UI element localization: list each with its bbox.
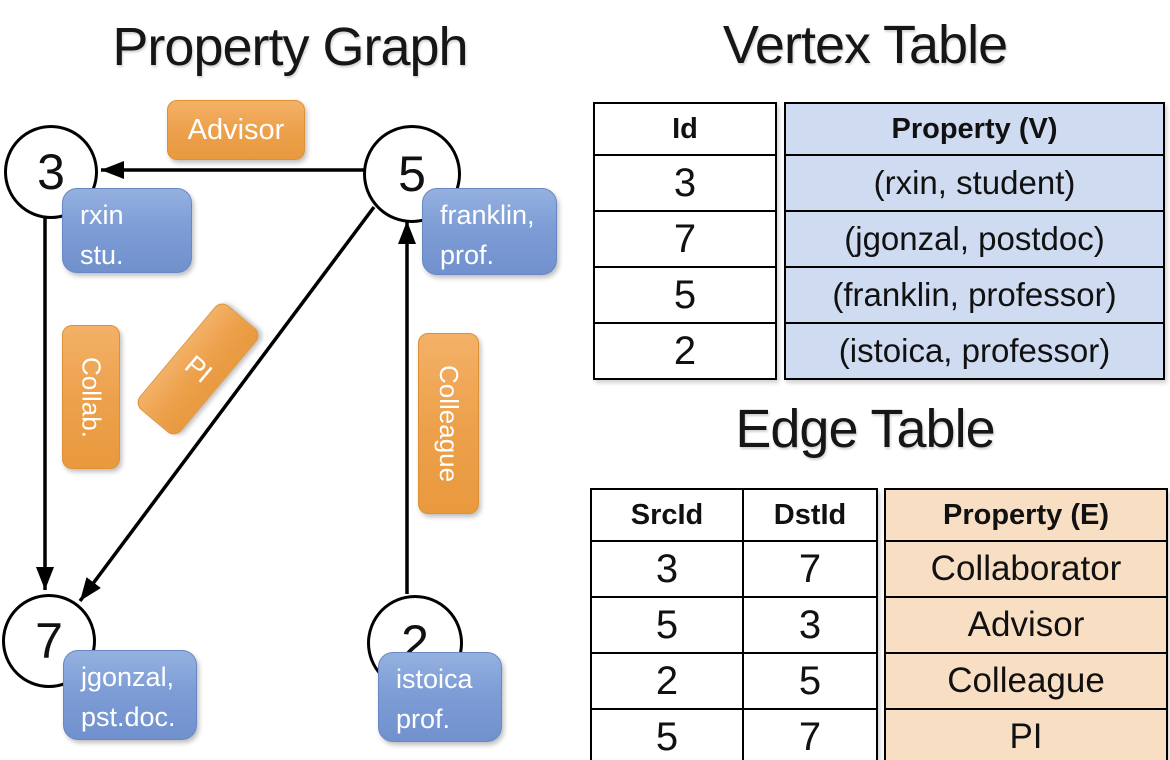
column-header-id: Id: [593, 102, 777, 156]
graph-panel-title: Property Graph: [112, 17, 468, 77]
vertex-property-line: rxin: [80, 200, 124, 230]
graph-edges-canvas: [36, 161, 416, 603]
table-row: 7: [593, 210, 777, 268]
edge-arrow-5-to-7: [78, 205, 376, 603]
node-id: 3: [37, 144, 65, 200]
table-row: 2 5: [590, 652, 878, 710]
vertex-property-box-5: franklin, prof.: [422, 188, 557, 275]
vertex-property-box-3: rxin stu.: [62, 188, 192, 273]
edge-property-subtable: Property (E) Collaborator Advisor Collea…: [884, 488, 1168, 760]
vertex-id-subtable: Id 3 7 5 2: [593, 102, 777, 380]
table-row: 2: [593, 322, 777, 380]
table-row: Collaborator: [884, 540, 1168, 598]
table-row: (jgonzal, postdoc): [784, 210, 1165, 268]
edge-table-title: Edge Table: [735, 399, 995, 459]
column-header-srcid: SrcId: [590, 488, 744, 542]
column-header-dstid: DstId: [742, 488, 878, 542]
table-row: Advisor: [884, 596, 1168, 654]
edge-label-pi-text: PI: [178, 348, 218, 389]
vertex-property-line: stu.: [80, 240, 124, 270]
edge-table: SrcId DstId 3 7 5 3 2 5 5 7: [590, 488, 1168, 760]
vertex-property-line: franklin,: [440, 200, 535, 230]
table-row: 3: [593, 154, 777, 212]
vertex-property-line: prof.: [440, 240, 495, 270]
vertex-table: Id 3 7 5 2 Property (V) (rxin, student) …: [593, 102, 1165, 380]
table-row: 5 7: [590, 708, 878, 760]
node-id: 5: [398, 146, 426, 202]
table-row: (rxin, student): [784, 154, 1165, 212]
vertex-property-line: prof.: [396, 704, 451, 734]
vertex-property-line: jgonzal,: [81, 662, 175, 692]
edge-label-advisor: Advisor: [167, 100, 305, 160]
vertex-property-subtable: Property (V) (rxin, student) (jgonzal, p…: [784, 102, 1165, 380]
table-row: (franklin, professor): [784, 266, 1165, 324]
table-row: PI: [884, 708, 1168, 760]
vertex-property-box-7: jgonzal, pst.doc.: [63, 650, 197, 740]
vertex-property-line: pst.doc.: [81, 702, 176, 732]
table-row: 3 7: [590, 540, 878, 598]
edge-label-collab: Collab.: [62, 325, 120, 469]
table-row: (istoica, professor): [784, 322, 1165, 380]
vertex-property-line: istoica: [396, 664, 473, 694]
table-row: 5: [593, 266, 777, 324]
edge-label-colleague: Colleague: [418, 333, 479, 514]
column-header-property-e: Property (E): [884, 488, 1168, 542]
vertex-table-title: Vertex Table: [722, 15, 1008, 75]
column-header-property-v: Property (V): [784, 102, 1165, 156]
node-id: 7: [35, 613, 63, 669]
vertex-property-box-2: istoica prof.: [378, 652, 502, 742]
table-row: Colleague: [884, 652, 1168, 710]
table-row: 5 3: [590, 596, 878, 654]
edge-ids-subtable: SrcId DstId 3 7 5 3 2 5 5 7: [590, 488, 878, 760]
